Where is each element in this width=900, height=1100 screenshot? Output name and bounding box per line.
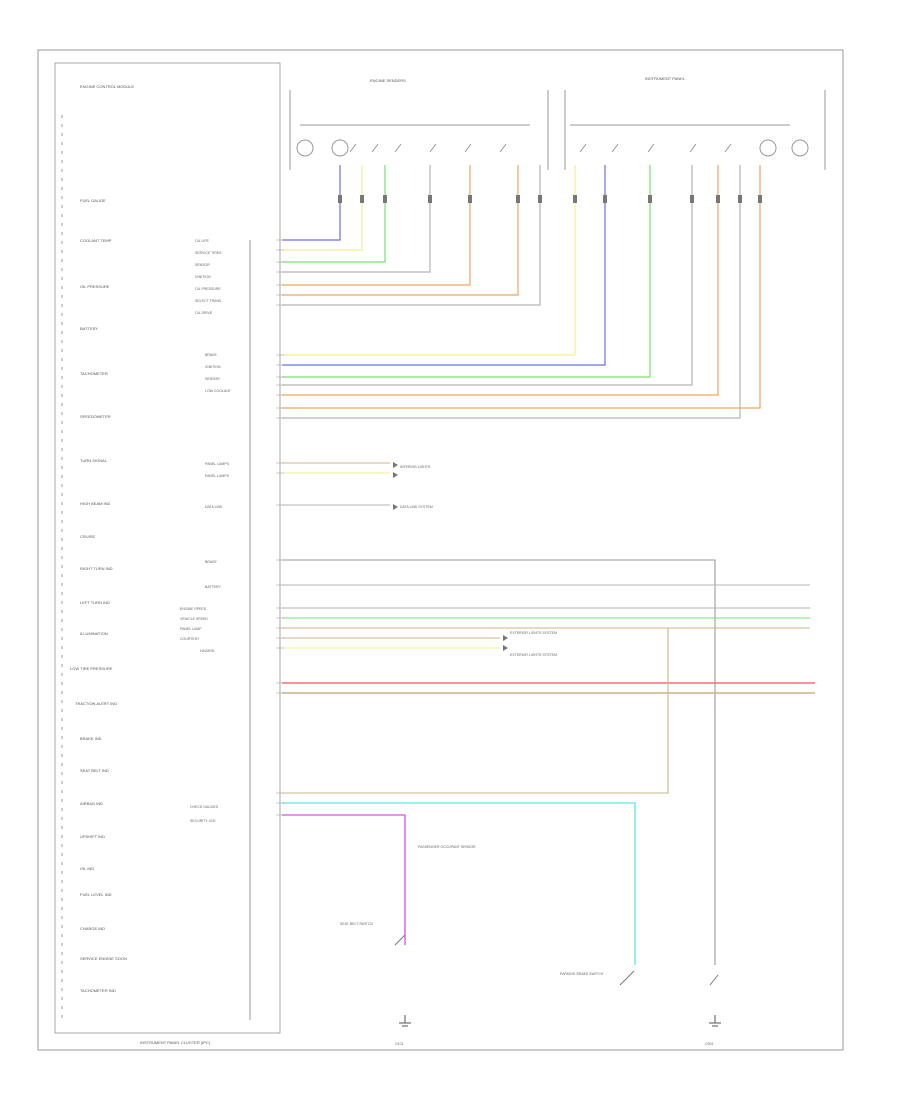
wire-tan-check: [282, 628, 669, 794]
wire-brake: [282, 559, 716, 965]
gauge-fuel: FUEL GAUGE: [80, 198, 106, 203]
cluster-pin-label: SERVICE TIRES: [195, 251, 222, 255]
device-label: SEAT BELT SWITCH: [340, 922, 373, 926]
cluster-pin-label: OIL PRESSURE: [195, 287, 221, 291]
mid-ref: BATTERY: [205, 585, 221, 589]
indicator-label: RIGHT TURN IND: [80, 566, 113, 571]
indicator-label: SERVICE ENGINE SOON: [80, 956, 127, 961]
gauge-speedo: SPEEDOMETER: [80, 414, 111, 419]
mid-ref: VEHICLE SPEED: [180, 617, 208, 621]
indicator-label: UPSHIFT IND: [80, 834, 105, 839]
arrow-icons: [393, 462, 508, 651]
upper-wire-set: [282, 165, 761, 419]
bottom-device-labels: PASSENGER OCCUPANT SENSOR SEAT BELT SWIT…: [340, 845, 714, 1046]
lamp-icon: [296, 139, 314, 157]
indicator-label: LEFT TURN IND: [80, 600, 110, 605]
gauge-oil: OIL PRESSURE: [80, 284, 110, 289]
cluster-box: [54, 62, 281, 1034]
sender-group-right-title: INSTRUMENT PANEL: [645, 76, 686, 81]
wire-gray-2: [282, 165, 541, 306]
gauge-battery: BATTERY: [80, 326, 98, 331]
mid-ref: ENGINE SPEED: [180, 607, 207, 611]
cluster-pin-label: SELECT TRANS: [195, 299, 222, 303]
mid-ref: COURTESY: [180, 637, 200, 641]
device-label: PASSENGER OCCUPANT SENSOR: [418, 845, 476, 849]
ground-icon: [399, 1015, 721, 1027]
wire-blue-r: [282, 165, 606, 366]
bottom-ref: SECURITY LED: [190, 819, 216, 823]
wire-orange-r2: [282, 165, 761, 409]
wire-orange-2: [282, 165, 519, 296]
wire-gray-r2: [282, 165, 741, 419]
lamp-icon: [791, 139, 809, 157]
sender-group-left-title: ENGINE SENDERS: [370, 78, 406, 83]
diagram-frame: [37, 49, 844, 1051]
lamp-icon: [759, 139, 777, 157]
wire-orange: [282, 165, 471, 286]
indicator-label: HIGH BEAM IND: [80, 501, 111, 506]
cluster-pin-label: LOW COOLANT: [205, 389, 232, 393]
indicator-label: BRAKE IND: [80, 736, 102, 741]
sender-group-left: [289, 90, 549, 170]
mid-dest: EXTERIOR LIGHTS SYSTEM: [510, 631, 557, 635]
gauge-tach: TACHOMETER: [80, 371, 108, 376]
cluster-pin-label: OIL DRIVE: [195, 311, 213, 315]
mid-ref: PANEL LAMP: [180, 627, 202, 631]
mid-dest: INTERIOR LIGHTS: [400, 465, 431, 469]
mid-ref: HAZARD: [200, 649, 215, 653]
wire-magenta: [282, 814, 406, 945]
indicator-label: TACHOMETER IND: [80, 988, 116, 993]
wire-gray-r: [282, 165, 693, 386]
ground-label: G101: [395, 1042, 404, 1046]
middle-wire-set: [282, 462, 815, 965]
sender-group-right: [564, 90, 826, 170]
gauge-coolant: COOLANT TEMP: [80, 238, 112, 243]
sender-switches: [349, 143, 732, 153]
mid-ref: PANEL LAMPS: [205, 474, 230, 478]
ground-label: G301: [705, 1042, 714, 1046]
cluster-pin-label: BRAKE: [205, 353, 218, 357]
indicator-label: CRUISE: [80, 534, 95, 539]
mid-ref: BRAKE: [205, 560, 218, 564]
indicator-label: TURN SIGNAL: [80, 458, 108, 463]
mid-dest: EXTERIOR LIGHTS SYSTEM: [510, 653, 557, 657]
mid-ref: DATA LINK: [205, 505, 223, 509]
wire-yellow: [282, 165, 363, 251]
pin-ticks: [276, 239, 284, 816]
cluster-pin-label: IGNITION: [205, 365, 221, 369]
indicator-labels: TURN SIGNAL HIGH BEAM IND CRUISE RIGHT T…: [70, 458, 127, 993]
cluster-pin-label: SENSOR: [195, 263, 210, 267]
wire-orange-r: [282, 165, 719, 396]
gauge-labels: FUEL GAUGE COOLANT TEMP OIL PRESSURE BAT…: [80, 198, 112, 419]
ecm-label: ENGINE CONTROL MODULE: [80, 84, 134, 89]
bottom-switch-icon: [394, 934, 719, 986]
indicator-label: CHARGE IND: [80, 926, 105, 931]
mid-dest: DATA LINK SYSTEM: [400, 505, 433, 509]
indicator-label: TRACTION ALERT IND: [75, 701, 117, 706]
wire-blue: [282, 165, 341, 241]
indicator-label: FUEL LEVEL IND: [80, 892, 112, 897]
mid-ref: PANEL LAMPS: [205, 462, 230, 466]
lamp-icon: [331, 139, 349, 157]
indicator-label: ILLUMINATION: [80, 631, 108, 636]
cluster-caption: INSTRUMENT PANEL CLUSTER (IPC): [140, 1040, 211, 1045]
wire-gray: [282, 165, 431, 273]
indicator-label: LOW TIRE PRESSURE: [70, 666, 113, 671]
device-label: PARKING BRAKE SWITCH: [560, 972, 604, 976]
connector-marks-upper: [338, 195, 762, 203]
middle-pin-labels: PANEL LAMPS PANEL LAMPS DATA LINK BRAKE …: [180, 462, 557, 823]
cluster-pin-label: OIL LIFE: [195, 239, 210, 243]
bottom-ref: CHECK GAUGES: [190, 805, 219, 809]
cluster-pin-label: SENSOR: [205, 377, 220, 381]
indicator-label: AIRBAG IND: [80, 801, 103, 806]
indicator-label: OIL IND: [80, 866, 94, 871]
indicator-label: SEAT BELT IND: [80, 768, 109, 773]
wire-yellow-r: [282, 165, 576, 356]
wire-green: [282, 165, 386, 263]
cluster-side-labels: OIL LIFE SERVICE TIRES SENSOR IGNITION O…: [195, 239, 232, 393]
wire-green-r: [282, 165, 651, 378]
cluster-pin-label: IGNITION: [195, 275, 211, 279]
wire-cyan: [282, 802, 636, 965]
